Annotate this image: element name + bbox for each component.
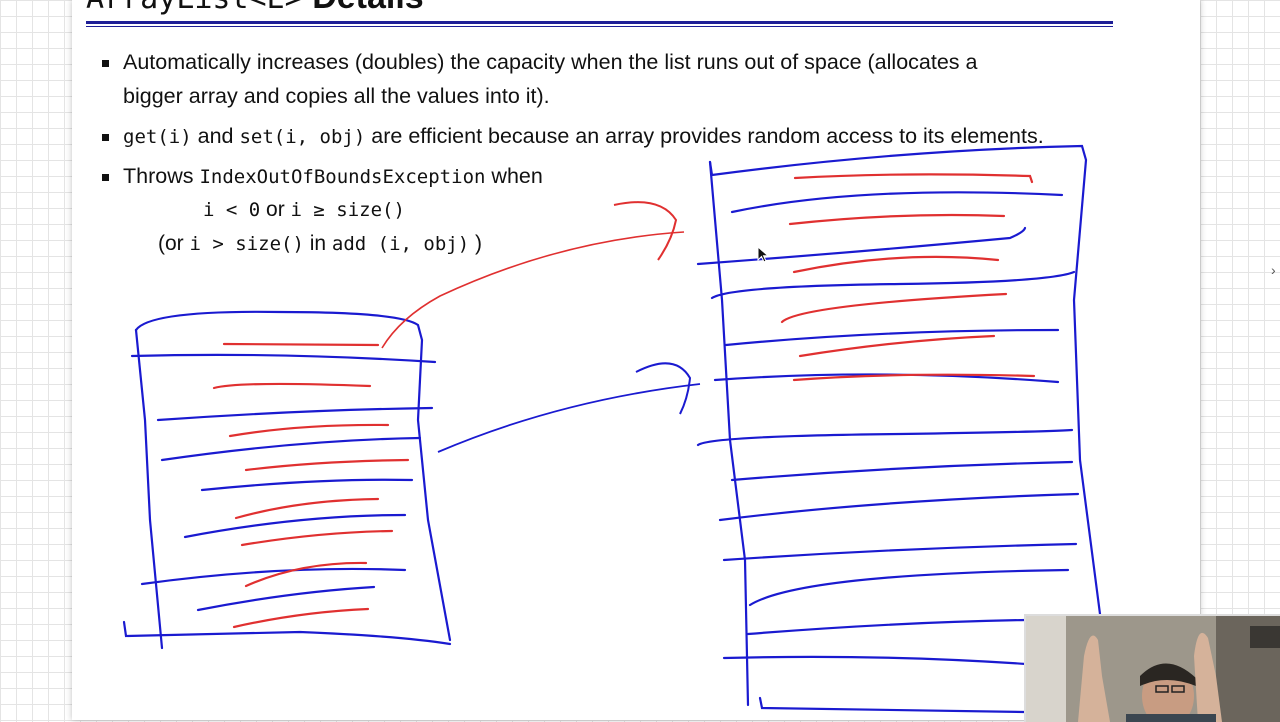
code-cond-c: i ≥ size()	[290, 199, 405, 221]
slide-title: ArrayList<E> Details	[86, 0, 424, 17]
code-cond-a: i < 0	[203, 199, 261, 221]
code-args: (i, obj)	[366, 233, 470, 255]
bullet-marker	[102, 134, 109, 141]
bullet-marker	[102, 174, 109, 181]
bullet-capacity-line1: Automatically increases (doubles) the ca…	[123, 50, 978, 74]
cond-or: or	[260, 198, 291, 221]
code-add: add	[331, 233, 367, 255]
code-exception: IndexOutOfBoundsException	[199, 166, 486, 188]
cond-open: (or	[158, 232, 190, 255]
bullet-text: are efficient because an array provides …	[365, 124, 1044, 148]
title-class-name: ArrayList<E>	[86, 0, 303, 16]
cond-in: in	[303, 232, 332, 255]
bullet-text: Throws	[123, 164, 200, 188]
title-rule	[86, 21, 1113, 24]
title-text: Details	[303, 0, 424, 16]
scroll-indicator-icon[interactable]: ›	[1271, 262, 1276, 278]
code-set: set(i, obj)	[239, 126, 366, 148]
presenter-video-icon	[1026, 616, 1280, 722]
arrow-cursor-icon	[757, 246, 769, 263]
bullet-capacity-line2: bigger array and copies all the values i…	[123, 84, 550, 108]
bullet-text: when	[485, 164, 543, 188]
code-cond-b: i > size()	[189, 233, 304, 255]
presenter-webcam	[1024, 614, 1280, 722]
condition-line-1: i < 0 or i ≥ size()	[203, 198, 405, 222]
cond-close: )	[469, 232, 483, 255]
code-get: get(i)	[123, 126, 192, 148]
title-rule-thin	[86, 26, 1113, 27]
bullet-marker	[102, 60, 109, 67]
bullet-text: and	[191, 124, 240, 148]
slide: ArrayList<E> Details Automatically incre…	[72, 0, 1200, 720]
condition-line-2: (or i > size() in add (i, obj) )	[158, 232, 482, 256]
